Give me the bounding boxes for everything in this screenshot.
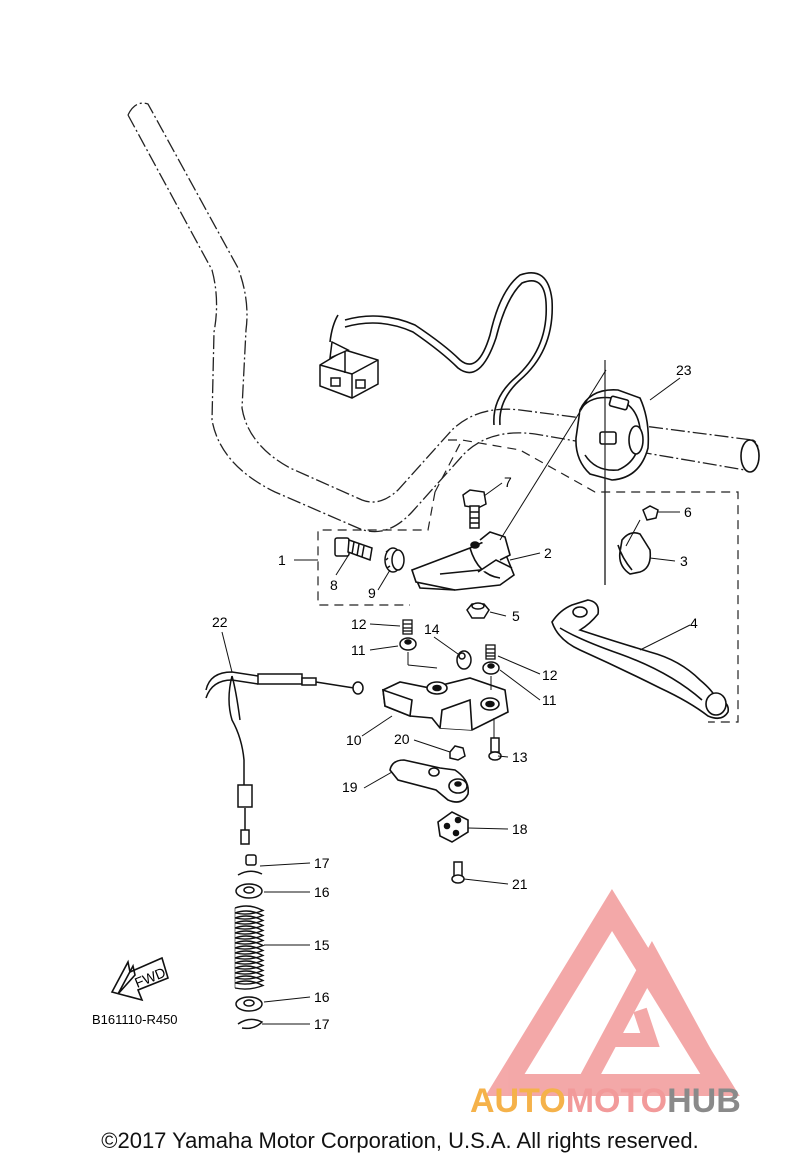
bolt-7	[462, 489, 487, 529]
callout-9: 9	[368, 585, 376, 601]
fwd-arrow-icon	[110, 956, 169, 1002]
adjuster-bolt-8	[334, 537, 373, 562]
washer-16a	[235, 883, 263, 899]
lever-arm-19	[389, 759, 470, 803]
callout-16b: 16	[314, 989, 330, 1005]
lever-holder	[410, 531, 515, 591]
clutch-lever	[551, 599, 730, 720]
callout-5: 5	[512, 608, 520, 624]
callout-labels: 1 2 3 4 5 6 7 8 9 10 11 11 12 12 13 14 1…	[212, 362, 698, 1032]
diagram-reference: B161110-R450	[92, 1012, 178, 1027]
handlebar-end	[740, 439, 760, 473]
callout-12a: 12	[351, 616, 367, 632]
callout-20: 20	[394, 731, 410, 747]
callout-12b: 12	[542, 667, 558, 683]
watermark-part-moto: MOTO	[566, 1082, 667, 1120]
switch-wire-harness	[329, 272, 554, 426]
circlip-17a	[237, 854, 263, 876]
watermark-part-auto: AUTO	[470, 1082, 566, 1120]
callout-11a: 11	[351, 642, 366, 658]
wire-connector	[319, 340, 379, 399]
callout-17a: 17	[314, 855, 330, 871]
screw-6	[642, 505, 659, 521]
spring-15	[234, 905, 265, 990]
spring-12b	[485, 644, 496, 660]
callout-1: 1	[278, 552, 286, 568]
plug-14	[456, 650, 472, 670]
callout-6: 6	[684, 504, 692, 520]
collar-11b	[482, 661, 500, 675]
screw-21	[451, 861, 465, 884]
copyright-notice: ©2017 Yamaha Motor Corporation, U.S.A. A…	[101, 1128, 699, 1153]
callout-8: 8	[330, 577, 338, 593]
callout-18: 18	[512, 821, 528, 837]
handlebar-switch	[575, 389, 650, 481]
callout-3: 3	[680, 553, 688, 569]
screw-13	[488, 737, 502, 761]
callout-22: 22	[212, 614, 228, 630]
adjuster-wheel-9	[384, 547, 405, 573]
collar-11a	[399, 637, 417, 651]
assembly-guide-lines	[407, 652, 495, 740]
watermark-part-hub: HUB	[667, 1082, 741, 1120]
callout-10: 10	[346, 732, 362, 748]
callout-11b: 11	[542, 692, 557, 708]
callout-2: 2	[544, 545, 552, 561]
callout-16a: 16	[314, 884, 330, 900]
callout-13: 13	[512, 749, 528, 765]
handlebar	[127, 102, 760, 533]
callout-19: 19	[342, 779, 358, 795]
callout-21: 21	[512, 876, 528, 892]
callout-15: 15	[314, 937, 330, 953]
watermark-logo	[485, 888, 740, 1096]
callout-17b: 17	[314, 1016, 330, 1032]
callout-7: 7	[504, 474, 512, 490]
callout-23: 23	[676, 362, 692, 378]
nut-5	[466, 602, 490, 619]
circlip-17b	[237, 1018, 264, 1030]
callout-leaders	[221, 369, 691, 1025]
callout-4: 4	[690, 615, 698, 631]
assembly-box-1	[317, 439, 739, 723]
plate-18	[437, 811, 469, 843]
switch-holder-3	[617, 532, 652, 575]
washer-16b	[235, 996, 263, 1012]
spring-12a	[402, 619, 413, 635]
clutch-cable	[205, 671, 364, 845]
callout-14: 14	[424, 621, 440, 637]
nut-20	[449, 745, 466, 761]
lever-bracket-10	[382, 677, 509, 731]
watermark-text: AUTOMOTOHUB	[470, 1082, 741, 1120]
